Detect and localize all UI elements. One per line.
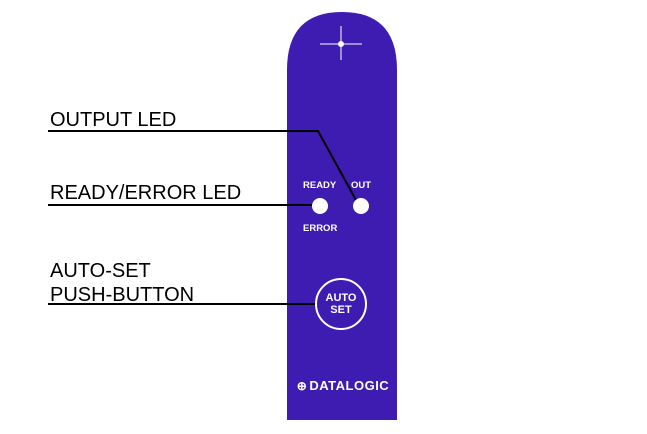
error-label: ERROR <box>303 223 338 234</box>
auto-set-button-line1: AUTO <box>325 292 357 304</box>
datalogic-logo: ⊕ DATALOGIC <box>296 378 390 393</box>
auto-set-callout-line2: PUSH-BUTTON <box>50 284 195 306</box>
output-led-leader <box>48 130 357 201</box>
datalogic-logo-icon: ⊕ <box>296 378 308 393</box>
ready-error-led <box>312 198 328 214</box>
ready-error-led-callout: READY/ERROR LED <box>50 182 242 204</box>
output-led-callout: OUTPUT LED <box>50 109 177 131</box>
auto-set-button-line2: SET <box>330 304 352 316</box>
out-label: OUT <box>351 180 372 191</box>
crosshair-icon <box>320 26 362 60</box>
brand-name: DATALOGIC <box>309 378 390 393</box>
ready-label: READY <box>303 180 337 191</box>
auto-set-button[interactable]: AUTO SET <box>315 278 367 330</box>
sensor-panel <box>287 12 397 420</box>
auto-set-callout-line1: AUTO-SET <box>50 260 151 282</box>
output-led <box>353 198 369 214</box>
